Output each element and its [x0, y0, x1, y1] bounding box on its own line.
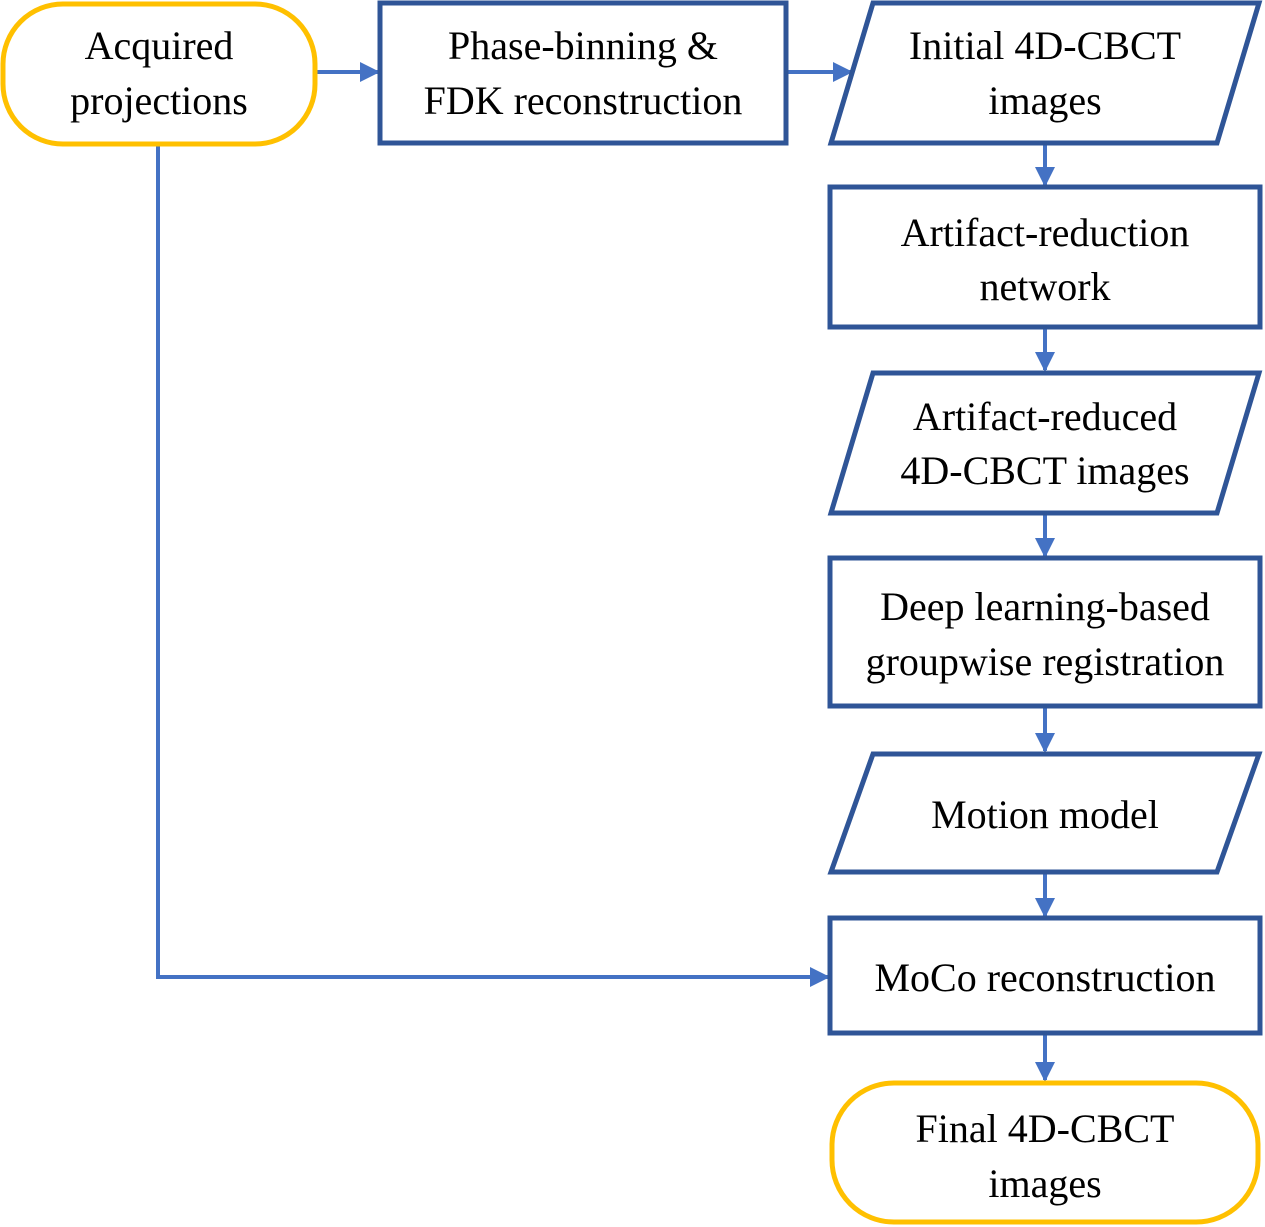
node-label-line: Final 4D-CBCT [916, 1106, 1175, 1151]
node-label-line: Acquired [85, 23, 234, 68]
node-label-line: MoCo reconstruction [874, 955, 1215, 1000]
node-label-line: Deep learning-based [880, 584, 1210, 629]
node-label: FDK reconstruction [424, 78, 743, 123]
process-shape [827, 915, 1263, 1036]
node-label-line: Initial 4D-CBCT [909, 23, 1181, 68]
node-label-line: Phase-binning & [448, 23, 718, 68]
node-phase-binning: Phase-binning & FDK reconstruction [377, 0, 789, 146]
node-artifact-network: Artifact-reduction network [827, 184, 1263, 330]
node-label-line: Artifact-reduced [913, 394, 1177, 439]
node-label: Initial 4D-CBCT [909, 23, 1181, 68]
node-initial-images: Initial 4D-CBCT images [827, 0, 1263, 146]
node-label: groupwise registration [866, 639, 1225, 684]
node-label: images [988, 1161, 1101, 1206]
node-label: 4D-CBCT images [900, 448, 1189, 493]
node-registration: Deep learning-based groupwise registrati… [827, 555, 1263, 709]
node-moco-reconstruction: MoCo reconstruction [827, 915, 1263, 1036]
terminal-shape [829, 1080, 1261, 1225]
node-label-line: Artifact-reduction [901, 210, 1190, 255]
terminal-shape [0, 1, 318, 147]
node-label-line: 4D-CBCT images [900, 448, 1189, 493]
node-label-line: network [979, 264, 1110, 309]
data-shape [827, 0, 1263, 146]
node-label-line: groupwise registration [866, 639, 1225, 684]
node-label: Phase-binning & [448, 23, 718, 68]
node-label: Final 4D-CBCT [916, 1106, 1175, 1151]
node-label: Deep learning-based [880, 584, 1210, 629]
edge-acquired-to-moco [156, 145, 830, 987]
connectors [156, 62, 1055, 1082]
node-label: Motion model [931, 792, 1159, 837]
node-acquired-projections: Acquired projections [0, 1, 318, 147]
process-shape [377, 0, 789, 146]
node-label-line: images [988, 1161, 1101, 1206]
process-shape [827, 555, 1263, 709]
node-label: images [988, 78, 1101, 123]
node-label-line: projections [70, 78, 248, 123]
node-label-line: Motion model [931, 792, 1159, 837]
node-motion-model: Motion model [827, 751, 1263, 875]
node-final-images: Final 4D-CBCT images [829, 1080, 1261, 1225]
node-label-line: images [988, 78, 1101, 123]
node-label: Artifact-reduced [913, 394, 1177, 439]
data-shape [827, 751, 1263, 875]
node-label-line: FDK reconstruction [424, 78, 743, 123]
node-label: Artifact-reduction [901, 210, 1190, 255]
node-label: Acquired [85, 23, 234, 68]
data-shape [827, 370, 1263, 516]
node-label: MoCo reconstruction [874, 955, 1215, 1000]
node-label: projections [70, 78, 248, 123]
node-artifact-reduced: Artifact-reduced 4D-CBCT images [827, 370, 1263, 516]
node-label: network [979, 264, 1110, 309]
process-shape [827, 184, 1263, 330]
